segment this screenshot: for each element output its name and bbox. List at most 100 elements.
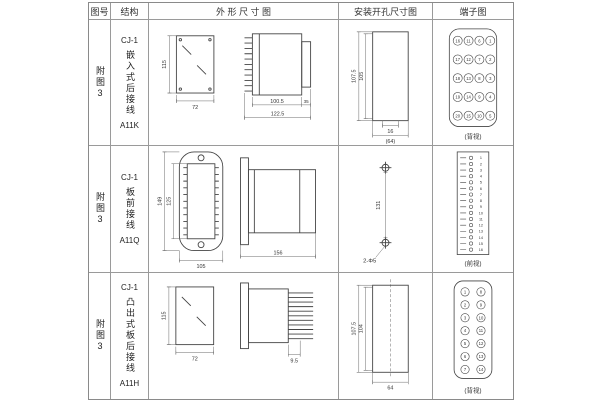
svg-text:1: 1 [464,289,467,294]
terminal-numbers: 1 8 2 9 3 10 4 11 5 12 6 13 7 14 [464,289,484,372]
dimension-labels: 115 72 9.5 [161,311,298,364]
terminal-cell-a11q: 1 2 3 4 5 6 7 8 9 10 11 12 13 14 15 16 [433,146,513,273]
dim-height: 115 [161,311,167,320]
mounting-cell-a11k: 107.5 105 16 (64) [339,20,433,147]
dim-inner-height: 104 [359,324,365,333]
svg-text:2: 2 [464,302,467,307]
dim-depth: 100.5 [270,99,284,105]
svg-text:7: 7 [464,367,467,372]
structure-cell-a11q: CJ-1 板前接线 A11Q [111,146,149,273]
svg-text:15: 15 [466,113,471,118]
terminal-drawing-a11q: 1 2 3 4 5 6 7 8 9 10 11 12 13 14 15 16 [456,151,490,268]
dimension-lines [356,31,409,138]
dimension-labels: 107.5 104 64 [351,322,393,392]
dim-pin: 9.5 [290,358,298,364]
model-label: CJ-1 [121,35,138,45]
svg-text:3: 3 [489,76,492,81]
fig-cell-a11k: 附图3 [89,20,111,147]
outline-drawing-a11h: 115 72 9.5 [161,282,314,364]
terminal-numbers: 16 11 6 1 17 12 7 2 18 13 8 3 19 14 9 4 [455,38,492,118]
svg-text:8: 8 [480,199,482,203]
mounting-drawing-a11q: 131 2-Φ5 [363,162,392,265]
front-view [175,35,215,94]
dimension-labels: 115 72 100.5 35 122.5 [162,60,309,118]
svg-text:15: 15 [479,242,483,246]
mount-type-label: 凸出式板后接线 [125,297,135,375]
terminal-body [453,280,493,379]
terminal-body [456,151,490,256]
svg-text:12: 12 [479,341,484,346]
terminal-cell-a11h: 1 8 2 9 3 10 4 11 5 12 6 13 7 14 (背视) [433,273,513,399]
dimension-lines [375,172,388,258]
dim-total: 122.5 [271,112,285,118]
terminal-cell-a11k: 16 11 6 1 17 12 7 2 18 13 8 3 19 14 9 4 [433,20,513,147]
model-label: CJ-1 [121,172,138,182]
svg-text:13: 13 [479,354,484,359]
cutout-shape [372,278,409,378]
dim-outer-height: 107.5 [351,322,357,336]
svg-text:16: 16 [479,248,483,252]
svg-text:13: 13 [466,76,471,81]
svg-text:9: 9 [480,205,482,209]
svg-text:3: 3 [464,315,467,320]
dim-width: 105 [197,264,206,270]
svg-text:11: 11 [479,328,484,333]
spec-table: 图号 结构 外 形 尺 寸 图 安装开孔尺寸图 端子图 附图3 CJ-1 嵌入式… [88,2,514,400]
front-view [178,151,224,252]
dim-width: 72 [192,356,198,362]
svg-text:10: 10 [477,113,482,118]
mount-type-label: 嵌入式后接线 [125,49,135,116]
view-label: (前视) [464,259,481,268]
dim-outer-height: 149 [158,197,164,206]
dim-depth: 156 [274,251,283,257]
header-terminal-diagram: 端子图 [433,3,513,20]
mounting-cell-a11h: 107.5 104 64 [339,272,433,399]
svg-text:18: 18 [455,76,460,81]
terminal-drawing-a11h: 1 8 2 9 3 10 4 11 5 12 6 13 7 14 (背视) [453,280,493,394]
svg-text:4: 4 [464,328,467,333]
fig-label: 附图3 [95,318,105,353]
mounting-cell-a11q: 131 2-Φ5 [339,146,433,273]
dim-height: 115 [162,60,168,69]
svg-text:5: 5 [464,341,467,346]
dim-inner-height: 125 [166,197,172,206]
dim-hole-spacing: 131 [376,201,382,210]
fig-cell-a11q: 附图3 [89,146,111,273]
svg-text:9: 9 [480,302,483,307]
mounting-drawing-a11k: 107.5 105 16 (64) [351,31,409,145]
terminal-numbers: 1 2 3 4 5 6 7 8 9 10 11 12 13 14 15 16 [479,157,483,253]
svg-text:3: 3 [480,169,482,173]
dimension-labels: 149 125 105 156 [158,197,283,270]
code-label: A11Q [119,235,140,245]
dimension-labels: 131 2-Φ5 [363,201,382,265]
side-view [244,33,312,96]
svg-text:5: 5 [489,113,492,118]
svg-text:14: 14 [479,236,483,240]
terminal-grid [460,156,473,252]
header-fig-no: 图号 [89,3,111,20]
dim-flange: 35 [304,99,310,104]
svg-text:11: 11 [479,218,483,222]
hole-spec-note: 2-Φ5 [363,259,377,265]
outline-cell-a11h: 115 72 9.5 [149,272,339,399]
svg-text:7: 7 [480,193,482,197]
code-label: A11H [119,379,140,389]
svg-text:4: 4 [489,95,492,100]
terminal-body [448,28,498,127]
mounting-holes [379,162,392,249]
svg-text:7: 7 [478,57,481,62]
svg-text:2: 2 [489,57,492,62]
header-outline-dims: 外 形 尺 寸 图 [149,3,339,20]
svg-text:14: 14 [466,95,471,100]
terminal-grid [452,35,496,121]
terminal-drawing-a11k: 16 11 6 1 17 12 7 2 18 13 8 3 19 14 9 4 [448,28,498,140]
svg-text:20: 20 [455,113,460,118]
structure-cell-a11h: CJ-1 凸出式板后接线 A11H [111,272,149,399]
outline-drawing-a11q: 149 125 105 156 [158,151,316,270]
outline-cell-a11k: 115 72 100.5 35 122.5 [149,20,339,147]
dim-inner-width: 16 [387,129,393,135]
view-label: (背视) [464,385,481,394]
front-view [175,286,215,345]
svg-text:1: 1 [480,157,482,161]
header-structure: 结构 [111,3,149,20]
